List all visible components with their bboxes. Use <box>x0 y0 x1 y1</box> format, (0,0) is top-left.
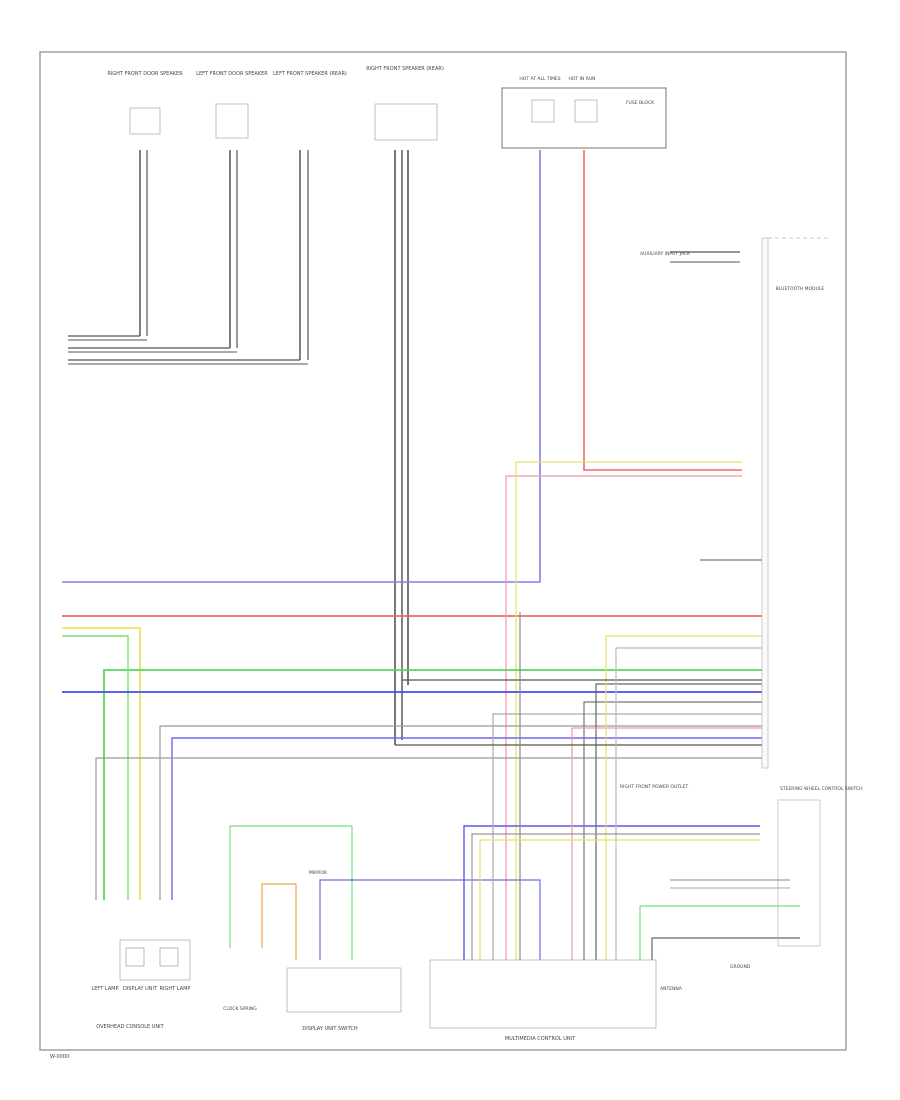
steering-switch-box <box>777 799 821 947</box>
svg-text:RIGHT FRONT DOOR SPEAKER: RIGHT FRONT DOOR SPEAKER <box>107 71 183 77</box>
svg-text:GROUND: GROUND <box>730 964 751 970</box>
wire-gray-1 <box>95 757 762 900</box>
svg-text:LEFT FRONT DOOR SPEAKER: LEFT FRONT DOOR SPEAKER <box>196 71 268 77</box>
wire-red-2 <box>571 727 762 960</box>
wire-red-fuse <box>583 150 742 471</box>
wire-gray-9 <box>615 647 762 960</box>
svg-text:RIGHT FRONT POWER OUTLET: RIGHT FRONT POWER OUTLET <box>620 784 688 790</box>
wire-blue-2 <box>171 737 762 900</box>
svg-text:HOT IN RUN: HOT IN RUN <box>568 76 595 82</box>
wire-yellow-3 <box>479 839 760 960</box>
svg-text:LEFT LAMP: LEFT LAMP <box>91 986 118 992</box>
bluetooth-module: BLUETOOTH MODULE <box>761 237 830 769</box>
svg-text:LEFT FRONT SPEAKER (REAR): LEFT FRONT SPEAKER (REAR) <box>273 71 347 77</box>
multimedia-unit: MULTIMEDIA CONTROL UNIT <box>429 959 657 1042</box>
svg-text:OVERHEAD CONSOLE UNIT: OVERHEAD CONSOLE UNIT <box>96 1024 164 1030</box>
wire-purple <box>62 150 541 583</box>
wire-yellow-top <box>515 461 742 960</box>
wire-gray-10 <box>471 833 760 960</box>
wire-gray-2 <box>159 725 762 900</box>
wire-blue-4 <box>463 825 760 960</box>
wire-green-4 <box>639 905 800 960</box>
right-front-speaker-rear: RIGHT FRONT SPEAKER (REAR) <box>366 66 444 745</box>
svg-text:STEERING WHEEL CONTROL SWITCH: STEERING WHEEL CONTROL SWITCH <box>780 786 863 792</box>
svg-text:DISPLAY UNIT SWITCH: DISPLAY UNIT SWITCH <box>302 1026 357 1032</box>
svg-text:FUSE BLOCK: FUSE BLOCK <box>626 100 655 106</box>
left-front-speaker-rear: LEFT FRONT SPEAKER (REAR) <box>68 71 347 365</box>
wire-orange <box>261 883 297 960</box>
svg-text:CLOCK SPRING: CLOCK SPRING <box>223 1006 257 1012</box>
svg-text:HOT AT ALL TIMES: HOT AT ALL TIMES <box>519 76 560 82</box>
svg-text:ANTENNA: ANTENNA <box>660 986 683 992</box>
wire-blue-3 <box>319 879 541 960</box>
wire-gray-5 <box>595 683 762 960</box>
display-switch: DISPLAY UNIT SWITCH MIRROR CLOCK SPRING <box>223 870 402 1032</box>
wire-green-long <box>103 669 762 900</box>
svg-text:MULTIMEDIA CONTROL UNIT: MULTIMEDIA CONTROL UNIT <box>505 1036 576 1042</box>
right-speaker: RIGHT FRONT DOOR SPEAKER <box>68 71 183 341</box>
wire-yellow-2 <box>605 635 762 960</box>
wire-green-2 <box>62 635 129 900</box>
wire-gray-3 <box>492 713 762 960</box>
fuse-box: HOT AT ALL TIMES HOT IN RUN FUSE BLOCK <box>501 76 667 149</box>
wire-red-loop <box>505 475 742 960</box>
svg-text:DISPLAY UNIT: DISPLAY UNIT <box>123 986 158 992</box>
wire-green-3 <box>229 825 353 960</box>
wire-yellow <box>62 627 141 900</box>
overhead-unit: LEFT LAMP DISPLAY UNIT RIGHT LAMP OVERHE… <box>91 939 191 1030</box>
wire-gray-4 <box>583 701 762 960</box>
wire-gray-11 <box>651 937 800 960</box>
svg-text:RIGHT FRONT SPEAKER (REAR): RIGHT FRONT SPEAKER (REAR) <box>366 66 444 72</box>
svg-text:RIGHT LAMP: RIGHT LAMP <box>160 986 191 992</box>
left-speaker: LEFT FRONT DOOR SPEAKER <box>68 71 268 353</box>
diagram-frame <box>39 51 847 1051</box>
svg-text:AUXILIARY INPUT JACK: AUXILIARY INPUT JACK <box>640 251 691 257</box>
svg-text:MIRROR: MIRROR <box>309 870 327 876</box>
page-ref: W-0000 <box>50 1054 69 1060</box>
svg-text:BLUETOOTH MODULE: BLUETOOTH MODULE <box>776 286 825 292</box>
